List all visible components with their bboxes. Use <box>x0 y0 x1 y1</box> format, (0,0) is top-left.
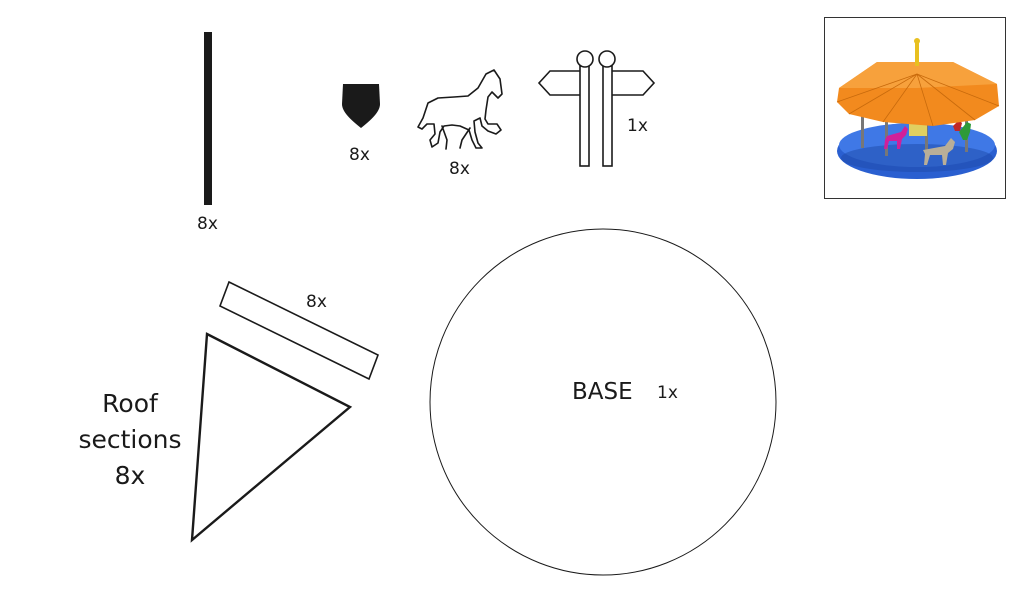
base-label: BASE <box>572 381 633 404</box>
roof-section-label-line1: Roof <box>72 386 188 422</box>
horse-icon <box>418 70 502 149</box>
signpost-right-post <box>603 66 612 166</box>
horse-qty: 8x <box>449 161 470 178</box>
base-qty: 1x <box>657 385 678 402</box>
signpost-left-knob <box>577 51 593 67</box>
carousel-preview-image <box>825 18 1005 198</box>
pole-part <box>204 32 212 205</box>
carousel-preview-frame <box>824 17 1006 199</box>
roof-strip-qty: 8x <box>306 294 327 311</box>
preview-finial <box>915 42 919 66</box>
roof-section-label: Roof sections 8x <box>72 386 188 494</box>
shield-icon <box>342 84 380 128</box>
pole-qty: 8x <box>197 216 218 233</box>
roof-section-label-line2: sections <box>72 422 188 458</box>
signpost-right-knob <box>599 51 615 67</box>
shield-qty: 8x <box>349 147 370 164</box>
preview-base-shade <box>841 144 993 172</box>
signpost-icon <box>539 51 654 166</box>
signpost-right-arm <box>610 71 654 95</box>
preview-finial-top <box>914 38 920 44</box>
signpost-qty: 1x <box>627 118 648 135</box>
signpost-left-arm <box>539 71 582 95</box>
signpost-left-post <box>580 66 589 166</box>
roof-section-part <box>192 334 350 540</box>
roof-section-qty: 8x <box>72 458 188 494</box>
